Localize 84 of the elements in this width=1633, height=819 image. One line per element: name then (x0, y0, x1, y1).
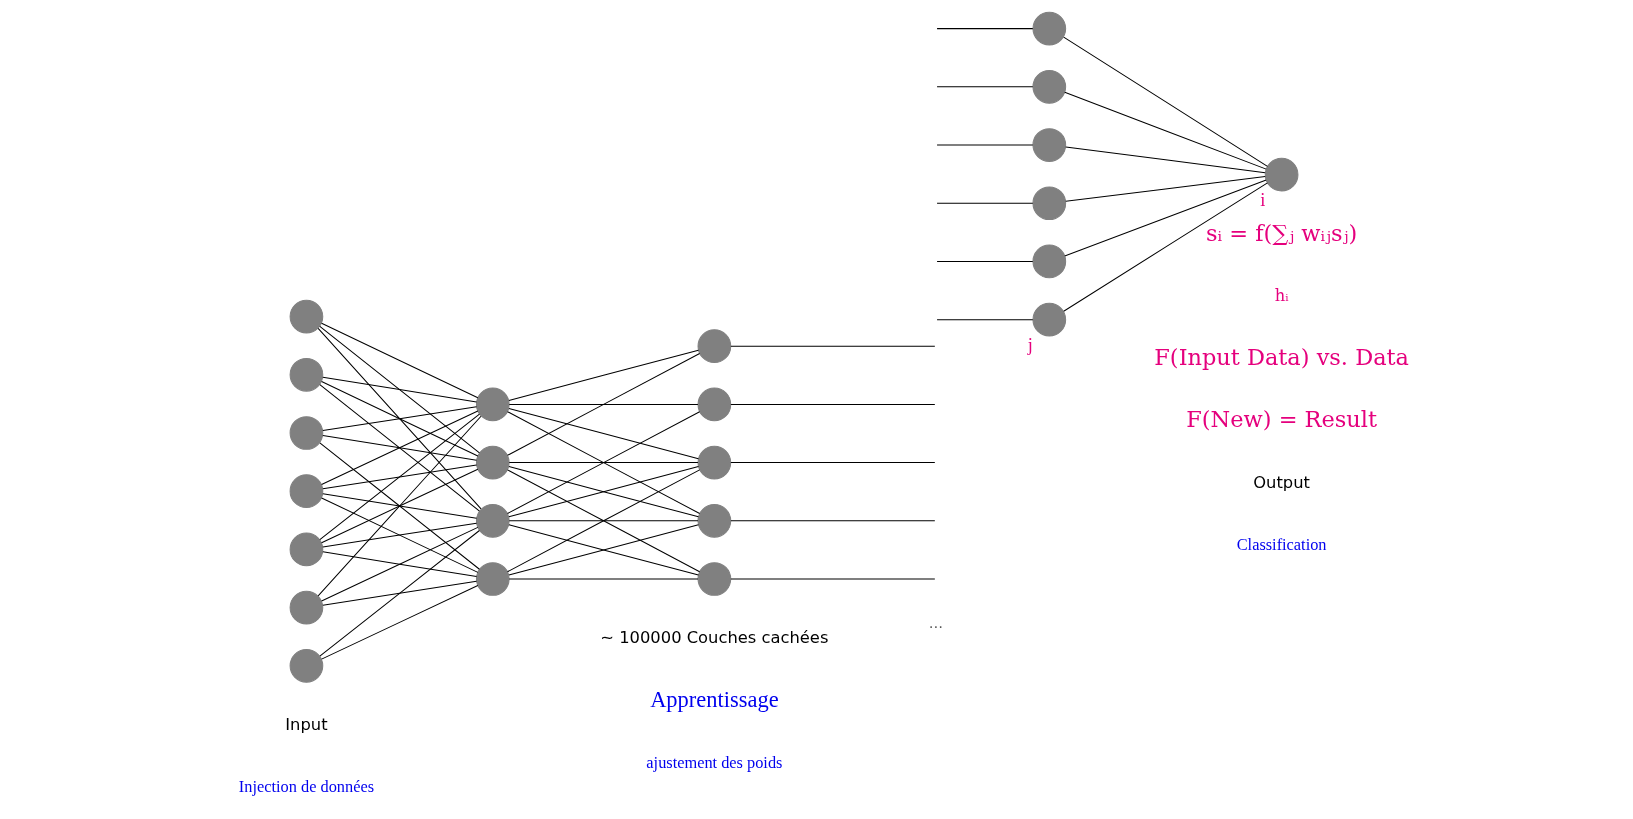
node-circle (1031, 186, 1066, 221)
connector (1064, 146, 1266, 174)
connector (936, 202, 1033, 204)
label: F(Input Data) vs. Data (1153, 344, 1409, 371)
label: hᵢ (1274, 286, 1289, 306)
label: … (928, 614, 943, 631)
node-circle (1031, 302, 1066, 337)
node-circle (1031, 11, 1066, 46)
node-circle (1264, 157, 1298, 192)
label: F(New) = Result (1185, 406, 1377, 433)
node-circle (289, 299, 323, 334)
node-circle (475, 445, 510, 480)
connector (729, 520, 935, 522)
node-circle (475, 503, 510, 538)
node-circle (475, 562, 510, 596)
node-circle (1031, 128, 1066, 162)
connector (1062, 36, 1268, 167)
node-circle (1031, 69, 1066, 104)
connector (321, 464, 477, 490)
node-circle (697, 562, 731, 596)
connector (729, 345, 935, 347)
node-label: j (1027, 334, 1033, 355)
connector (1063, 179, 1267, 257)
node-label: i (1259, 189, 1265, 210)
node-circle (289, 590, 323, 625)
label: ajustement des poids (645, 752, 782, 772)
connector (320, 585, 478, 660)
connector (508, 462, 698, 464)
connector (507, 466, 699, 518)
connector (321, 406, 477, 432)
connector (1064, 176, 1266, 202)
label: Apprentissage (649, 687, 779, 713)
label: Injection de données (238, 777, 374, 797)
connector (318, 384, 480, 512)
node-circle (697, 329, 731, 364)
connector (508, 403, 698, 405)
node-circle (697, 445, 731, 480)
connector (317, 415, 482, 597)
connector (506, 469, 700, 573)
connector (729, 403, 935, 405)
node-circle (697, 387, 731, 422)
connector (321, 493, 477, 519)
node-circle (697, 503, 731, 538)
connector (1062, 182, 1268, 312)
connector (507, 524, 699, 576)
node-circle (289, 474, 323, 509)
connector (506, 411, 700, 515)
connector (318, 442, 480, 570)
node-circle (1031, 244, 1066, 279)
connector (317, 327, 482, 510)
connector (320, 410, 478, 486)
connector (936, 86, 1033, 88)
connector (507, 349, 699, 401)
node-circle (289, 357, 323, 392)
connector (320, 526, 478, 602)
node-circle (289, 416, 323, 450)
node-circle (289, 532, 323, 567)
connector (318, 530, 480, 657)
connector (321, 551, 477, 578)
connector (318, 325, 480, 454)
connector (321, 376, 477, 403)
connector (729, 462, 935, 464)
connector (320, 381, 478, 457)
connector (1063, 91, 1267, 170)
label: ∼ 100000 Couches cachées (599, 628, 828, 648)
connector (321, 580, 477, 606)
connector (936, 28, 1033, 30)
connector (318, 413, 480, 541)
connector (936, 260, 1033, 262)
connector (320, 468, 478, 544)
connector (321, 522, 477, 548)
node-circle (289, 648, 323, 683)
label: Output (1252, 472, 1310, 492)
connector (507, 407, 699, 460)
connector (320, 497, 478, 573)
connector (320, 322, 478, 399)
connector (936, 319, 1033, 321)
connector (508, 520, 698, 522)
connector (506, 352, 700, 456)
label: Classification (1236, 535, 1327, 555)
label: sᵢ = f(∑ⱼ wᵢⱼsⱼ) (1205, 219, 1357, 246)
label: Input (284, 714, 328, 734)
connector (321, 434, 477, 461)
node-circle (475, 387, 510, 422)
